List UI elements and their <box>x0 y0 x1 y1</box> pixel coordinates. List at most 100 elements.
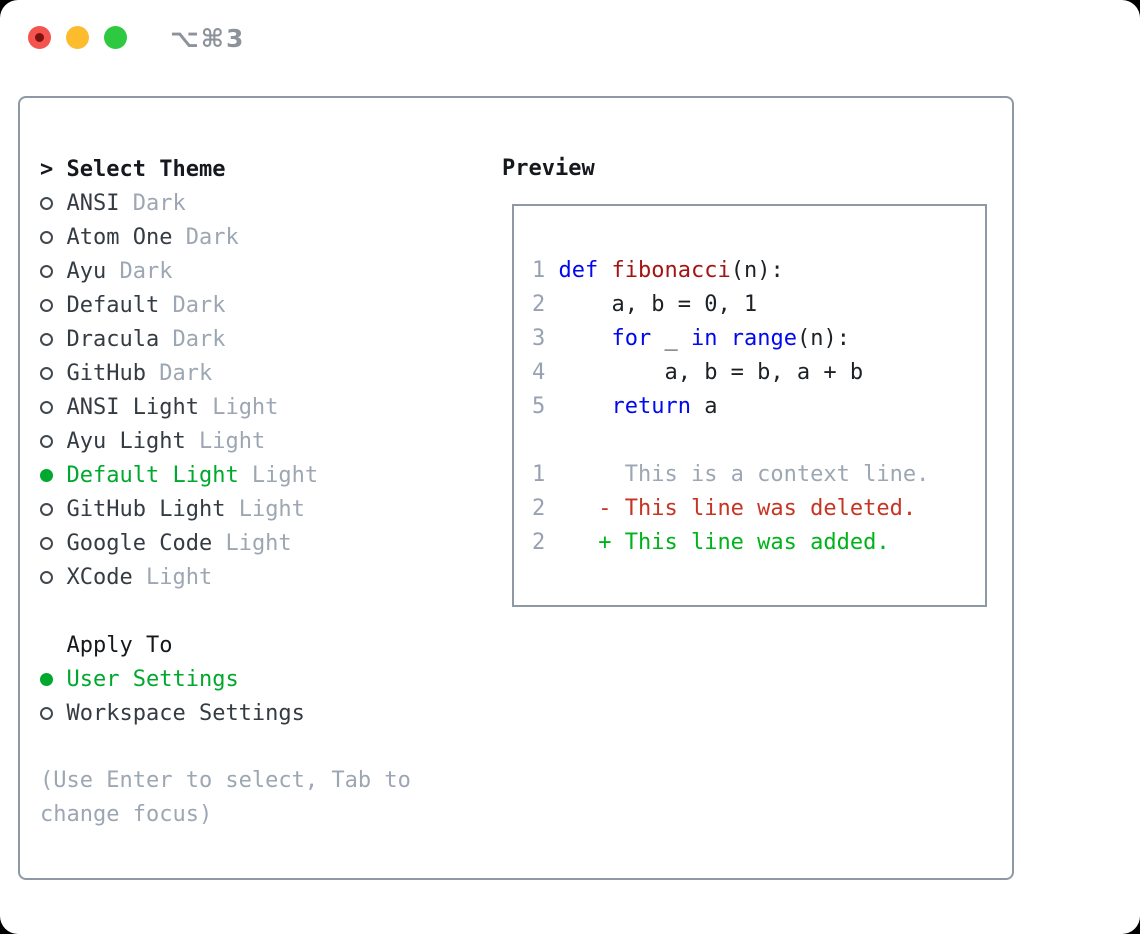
line-number: 1 <box>532 258 546 283</box>
spacer <box>40 730 460 764</box>
code-line: 5 return a <box>532 390 985 424</box>
code-token: range <box>730 326 797 351</box>
option-label: GitHub Light <box>66 496 226 522</box>
traffic-lights <box>28 26 127 49</box>
close-button-dot-icon <box>35 33 44 42</box>
minimize-button[interactable] <box>66 26 89 49</box>
keyboard-hint: (Use Enter to select, Tab to change focu… <box>40 768 411 827</box>
code-token <box>559 326 612 351</box>
radio-circle <box>40 672 53 686</box>
radio-circle <box>40 264 53 278</box>
radio-circle <box>40 502 53 516</box>
theme-option[interactable]: XCode Light <box>40 560 460 594</box>
option-label: Default Light <box>66 462 239 488</box>
radio-unselected-icon <box>40 264 67 278</box>
select-theme-heading-label: Select Theme <box>66 156 226 182</box>
window-title: ⌥⌘3 <box>170 24 246 53</box>
radio-circle <box>40 434 53 448</box>
option-label: User Settings <box>66 666 239 692</box>
line-number: 2 <box>532 496 546 521</box>
option-label: Default <box>66 292 160 318</box>
code-line: 1 This is a context line. <box>532 458 985 492</box>
select-theme-heading: > Select Theme <box>40 152 460 186</box>
code-token: (n): <box>730 258 784 283</box>
option-label: XCode <box>66 564 133 590</box>
radio-unselected-icon <box>40 298 67 312</box>
code-token: def <box>558 258 599 283</box>
line-number: 1 <box>532 462 546 487</box>
code-token: return <box>611 394 691 419</box>
apply-to-heading-label: Apply To <box>66 632 173 658</box>
theme-option[interactable]: Ayu Light Light <box>40 424 460 458</box>
theme-option[interactable]: GitHub Light Light <box>40 492 460 526</box>
option-label: Atom One <box>66 224 173 250</box>
zoom-button[interactable] <box>104 26 127 49</box>
radio-unselected-icon <box>40 502 67 516</box>
option-variant-label: Light <box>238 462 319 488</box>
line-number: 2 <box>532 292 546 317</box>
option-variant-label: Dark <box>106 258 173 284</box>
code-token: a <box>690 394 718 419</box>
code-token <box>559 394 612 419</box>
radio-circle <box>40 570 53 584</box>
code-token: a, b = b, a + b <box>558 360 864 385</box>
radio-selected-icon <box>40 468 67 482</box>
option-label: Google Code <box>66 530 213 556</box>
theme-option[interactable]: Default Light Light <box>40 458 460 492</box>
apply-to-heading: Apply To <box>40 628 460 662</box>
code-token: for <box>611 326 652 351</box>
code-token <box>717 326 730 351</box>
line-number: 3 <box>532 326 546 351</box>
code-line: 2 a, b = 0, 1 <box>532 288 985 322</box>
code-line: 3 for _ in range(n): <box>532 322 985 356</box>
close-button[interactable] <box>28 26 51 49</box>
line-number: 5 <box>532 394 546 419</box>
line-number: 4 <box>532 360 546 385</box>
preview-heading: Preview <box>502 156 595 181</box>
theme-option[interactable]: Atom One Dark <box>40 220 460 254</box>
theme-option[interactable]: ANSI Light Light <box>40 390 460 424</box>
radio-circle <box>40 230 53 244</box>
radio-circle <box>40 706 53 720</box>
theme-option[interactable]: Google Code Light <box>40 526 460 560</box>
radio-unselected-icon <box>40 536 67 550</box>
code-line: 1 def fibonacci(n): <box>532 254 985 288</box>
radio-unselected-icon <box>40 230 67 244</box>
theme-option[interactable]: Default Dark <box>40 288 460 322</box>
apply-to-option[interactable]: Workspace Settings <box>40 696 460 730</box>
option-variant-label: Light <box>198 394 279 420</box>
radio-circle <box>40 196 53 210</box>
option-label: Ayu Light <box>66 428 186 454</box>
option-label: Dracula <box>66 326 160 352</box>
theme-option[interactable]: Dracula Dark <box>40 322 460 356</box>
theme-option[interactable]: Ayu Dark <box>40 254 460 288</box>
radio-circle <box>40 366 53 380</box>
theme-option[interactable]: GitHub Dark <box>40 356 460 390</box>
option-variant-label: Dark <box>159 326 226 352</box>
apply-to-option[interactable]: User Settings <box>40 662 460 696</box>
theme-option[interactable]: ANSI Dark <box>40 186 460 220</box>
option-label: Workspace Settings <box>66 700 305 726</box>
code-line <box>532 424 985 458</box>
radio-circle <box>40 468 53 482</box>
code-token: This is a context line. <box>558 462 930 487</box>
code-line: 2 + This line was added. <box>532 526 985 560</box>
option-label: ANSI Light <box>66 394 199 420</box>
code-line: 2 - This line was deleted. <box>532 492 985 526</box>
radio-circle <box>40 400 53 414</box>
option-variant-label: Light <box>185 428 266 454</box>
code-token: fibonacci <box>611 258 731 283</box>
radio-circle <box>40 536 53 550</box>
radio-unselected-icon <box>40 400 67 414</box>
code-token <box>598 258 611 283</box>
code-line: 4 a, b = b, a + b <box>532 356 985 390</box>
code-token: - This line was deleted. <box>558 496 917 521</box>
radio-unselected-icon <box>40 706 67 720</box>
radio-selected-icon <box>40 672 67 686</box>
option-variant-label: Dark <box>172 224 239 250</box>
